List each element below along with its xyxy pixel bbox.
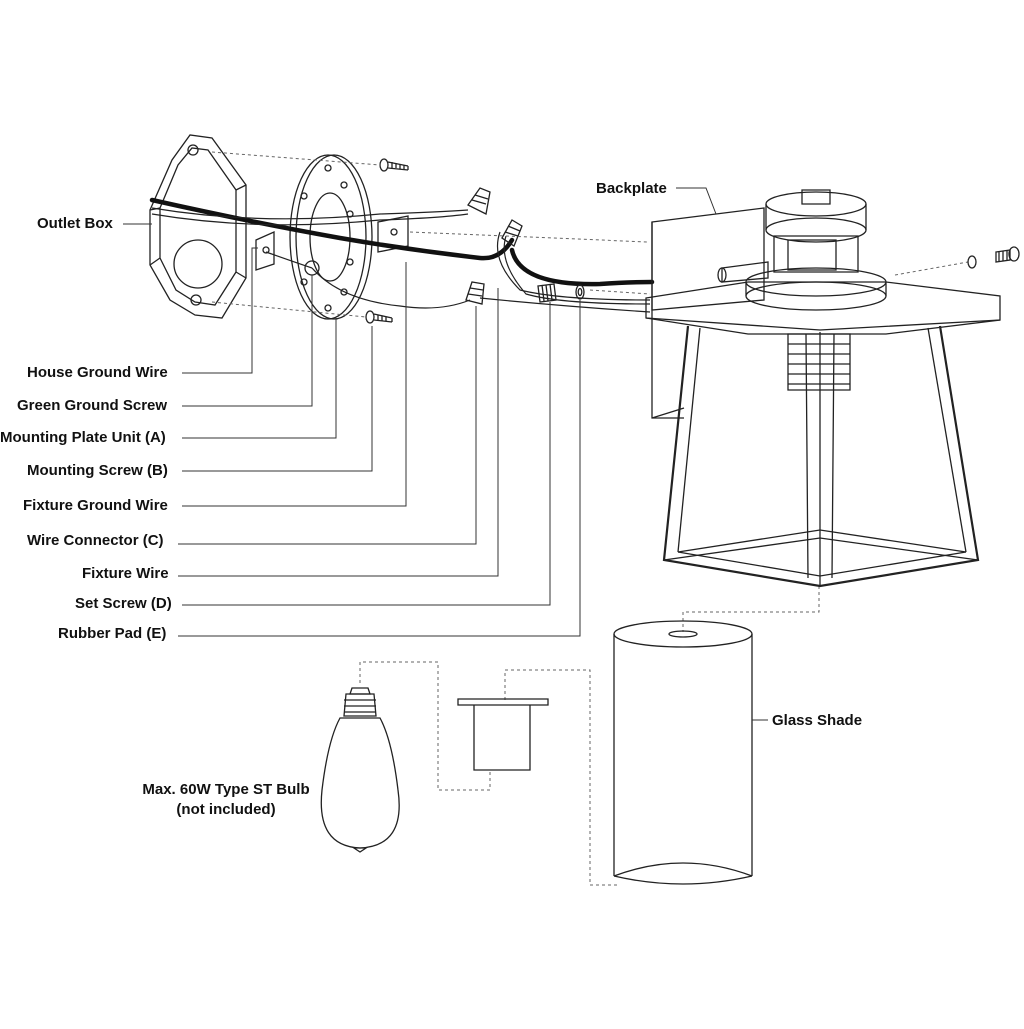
mounting-screw-bottom bbox=[365, 310, 393, 324]
label-green-ground-screw: Green Ground Screw bbox=[17, 397, 168, 414]
wire-connector-middle bbox=[501, 219, 523, 247]
alignment-lines bbox=[211, 151, 969, 886]
label-wire-connector: Wire Connector (C) bbox=[27, 532, 164, 549]
label-outlet-box: Outlet Box bbox=[37, 215, 113, 232]
fixture-cage bbox=[662, 325, 980, 588]
glass-shade bbox=[613, 620, 753, 885]
label-fixture-wire: Fixture Wire bbox=[82, 565, 169, 582]
label-house-ground-wire: House Ground Wire bbox=[27, 364, 168, 381]
wire-connector-bottom bbox=[465, 281, 485, 305]
fixture-arm bbox=[717, 261, 769, 283]
black-wire bbox=[149, 197, 655, 287]
outlet-box bbox=[149, 134, 247, 319]
mounting-plate-unit bbox=[289, 154, 373, 320]
mounting-screw-top bbox=[379, 158, 409, 172]
label-set-screw: Set Screw (D) bbox=[75, 595, 172, 612]
label-bulb-title: Max. 60W Type ST Bulb bbox=[142, 781, 310, 798]
label-bulb-note: (not included) bbox=[176, 801, 276, 818]
label-rubber-pad: Rubber Pad (E) bbox=[58, 625, 167, 642]
ground-wires bbox=[265, 251, 651, 313]
fixture-top-frame bbox=[645, 281, 1001, 335]
wire-connector-top bbox=[467, 187, 491, 215]
leader-lines bbox=[123, 187, 768, 721]
label-backplate: Backplate bbox=[596, 180, 667, 197]
label-fixture-ground-wire: Fixture Ground Wire bbox=[23, 497, 168, 514]
st-bulb bbox=[320, 687, 400, 853]
ground-bracket bbox=[255, 230, 275, 271]
rubber-pad bbox=[575, 284, 585, 300]
fixture-cap bbox=[745, 189, 887, 311]
label-mounting-screw: Mounting Screw (B) bbox=[27, 462, 168, 479]
backplate bbox=[651, 207, 765, 419]
backplate-screw bbox=[967, 246, 1020, 269]
set-screw bbox=[537, 283, 557, 303]
white-wires bbox=[151, 207, 651, 305]
label-mounting-plate-unit: Mounting Plate Unit (A) bbox=[0, 429, 166, 446]
socket-sleeve bbox=[457, 698, 549, 771]
label-glass-shade: Glass Shade bbox=[772, 712, 863, 729]
socket-cup bbox=[787, 333, 851, 391]
